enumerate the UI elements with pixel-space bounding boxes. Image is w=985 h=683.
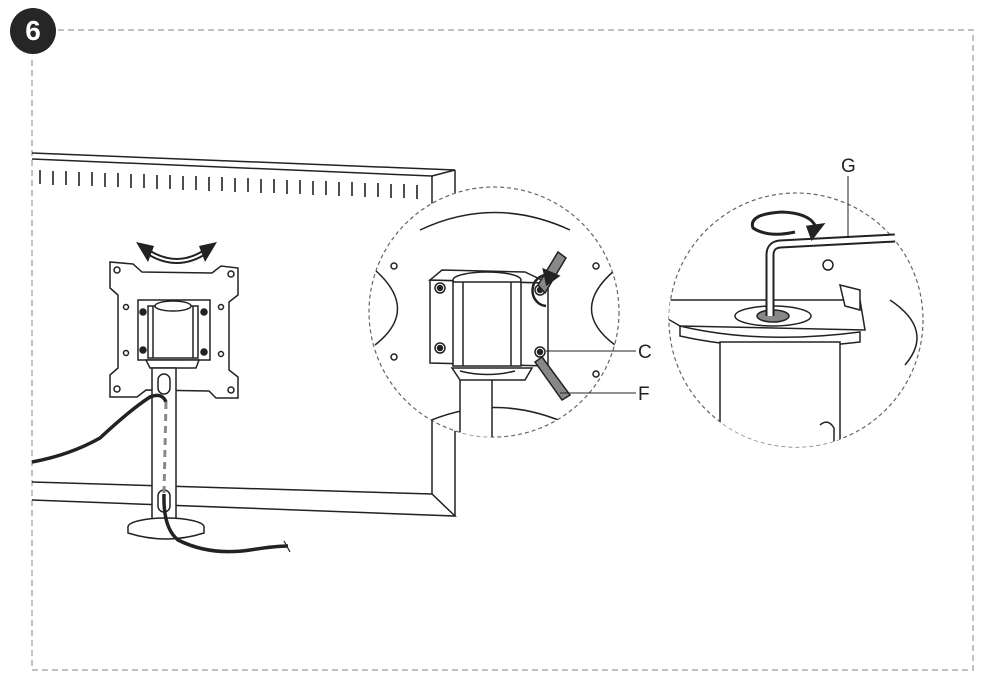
- rotate-arrow-icon: [750, 210, 826, 242]
- step-frame: [31, 29, 974, 671]
- monitor-vents: [39, 170, 418, 199]
- step-number-badge: 6: [10, 8, 56, 54]
- cable: [31, 393, 291, 554]
- callout-leaders: [546, 176, 849, 394]
- callout-label-c: C: [638, 342, 652, 363]
- callout-label-f: F: [638, 384, 650, 405]
- callout-label-g: G: [841, 156, 856, 177]
- allen-key-icon: [765, 233, 896, 316]
- rotate-arrow-icon: [136, 242, 217, 264]
- tighten-arrow-icon: [531, 267, 561, 308]
- vesa-plate: [109, 261, 239, 399]
